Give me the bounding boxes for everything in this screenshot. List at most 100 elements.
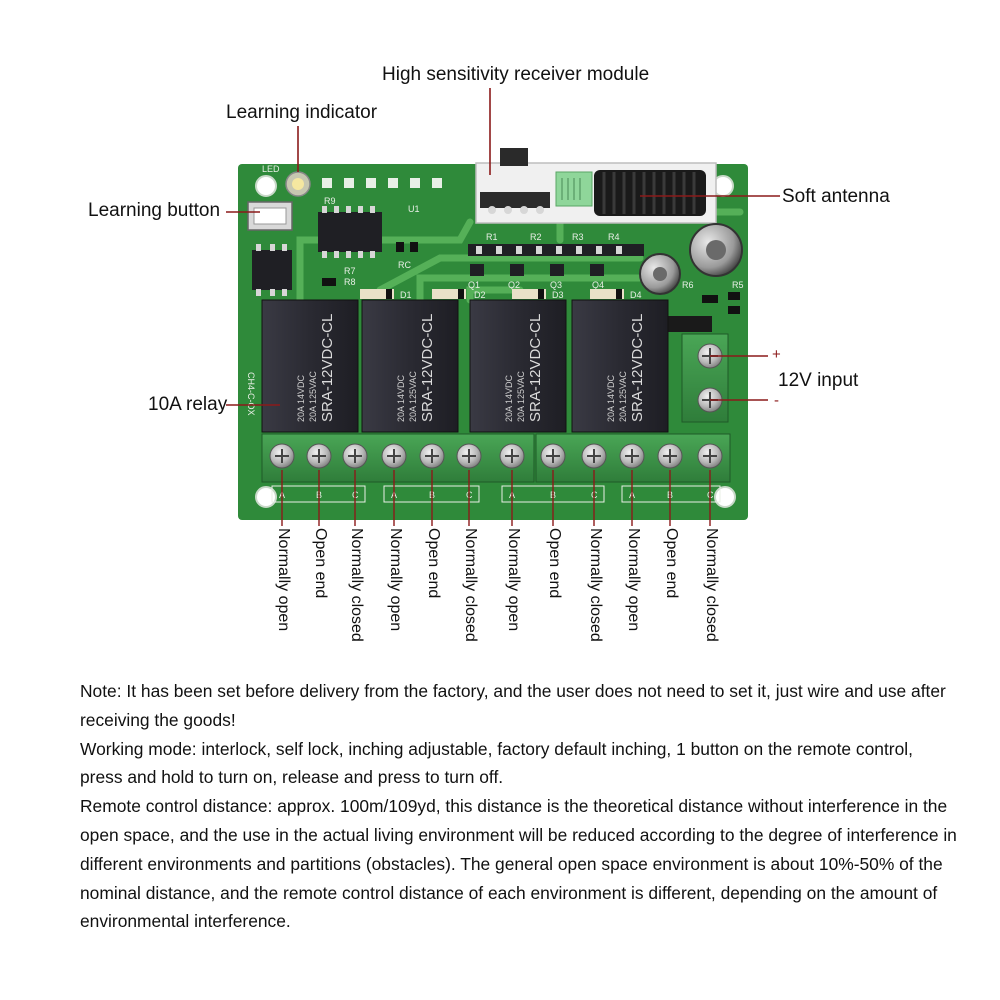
relay-3: SRA-12VDC-CL 20A 14VDC 20A 125VAC bbox=[469, 299, 567, 433]
screw-slot bbox=[663, 449, 677, 463]
smd-components bbox=[322, 242, 740, 314]
relay-rating-label: 20A 125VAC bbox=[308, 371, 318, 422]
terminal-label: Normally open bbox=[622, 528, 642, 678]
transistor-label: Q4 bbox=[592, 280, 604, 290]
r9-silk-label: R9 bbox=[324, 196, 336, 206]
screw-slot bbox=[387, 449, 401, 463]
resistor-label: R4 bbox=[608, 232, 620, 242]
terminal-label: Open end bbox=[660, 528, 680, 678]
diode-row bbox=[360, 289, 624, 299]
relay-4: SRA-12VDC-CL 20A 14VDC 20A 125VAC bbox=[571, 299, 669, 433]
led-silk-label: LED bbox=[262, 164, 280, 174]
screw-slot bbox=[425, 449, 439, 463]
relay-group: SRA-12VDC-CL 20A 14VDC 20A 125VAC SRA-12… bbox=[261, 299, 669, 433]
relay-rating-label: 20A 14VDC bbox=[296, 374, 306, 422]
screw-slot bbox=[462, 449, 476, 463]
diode-label: D2 bbox=[474, 290, 486, 300]
callout-learning-indicator: Learning indicator bbox=[226, 102, 378, 123]
terminal-label-text: Open end bbox=[546, 528, 563, 599]
learning-button[interactable] bbox=[247, 201, 293, 231]
screw-slot bbox=[275, 449, 289, 463]
screw-slot bbox=[587, 449, 601, 463]
r7-silk-label: R7 bbox=[344, 266, 356, 276]
callout-power-plus: + bbox=[772, 346, 781, 363]
relay-model-label: SRA-12VDC-CL bbox=[629, 314, 646, 422]
screw-slot bbox=[625, 449, 639, 463]
electrolytic-capacitors bbox=[639, 223, 743, 295]
terminal-label: Open end bbox=[422, 528, 442, 678]
r8-silk-label: R8 bbox=[344, 277, 356, 287]
screw-slot bbox=[703, 449, 717, 463]
diode-label: D4 bbox=[630, 290, 642, 300]
diode-label: D1 bbox=[400, 290, 412, 300]
terminal-label: Normally closed bbox=[459, 528, 479, 678]
output-screws bbox=[269, 443, 723, 469]
screw-slot bbox=[348, 449, 362, 463]
terminal-group-frame bbox=[621, 485, 721, 503]
terminal-label-text: Normally closed bbox=[703, 528, 720, 642]
callout-soft-antenna: Soft antenna bbox=[782, 186, 890, 207]
relay-rating-label: 20A 14VDC bbox=[606, 374, 616, 422]
terminal-label-text: Open end bbox=[663, 528, 680, 599]
terminal-label: Normally closed bbox=[584, 528, 604, 678]
terminal-label: Normally open bbox=[272, 528, 292, 678]
terminal-label-text: Normally open bbox=[625, 528, 642, 632]
relay-model-label: SRA-12VDC-CL bbox=[527, 314, 544, 422]
callout-power-minus: - bbox=[774, 392, 779, 409]
relay-2: SRA-12VDC-CL 20A 14VDC 20A 125VAC bbox=[361, 299, 459, 433]
terminal-label-text: Normally closed bbox=[348, 528, 365, 642]
resistor-row bbox=[468, 244, 644, 256]
product-notes: Note: It has been set before delivery fr… bbox=[80, 677, 960, 936]
resistor-label: R2 bbox=[530, 232, 542, 242]
relay-rating-label: 20A 125VAC bbox=[408, 371, 418, 422]
transistor-label: Q2 bbox=[508, 280, 520, 290]
screw-slot bbox=[312, 449, 326, 463]
soft-antenna-coil bbox=[594, 170, 706, 216]
power-terminal-block bbox=[681, 333, 729, 423]
terminal-label: Normally open bbox=[502, 528, 522, 678]
transistor-silk-labels: Q1 Q2 Q3 Q4 bbox=[468, 280, 604, 290]
relay-rating-label: 20A 14VDC bbox=[504, 374, 514, 422]
terminal-label-text: Open end bbox=[425, 528, 442, 599]
relay-rating-label: 20A 125VAC bbox=[618, 371, 628, 422]
callout-lines bbox=[226, 88, 780, 406]
callout-power-input: 12V input bbox=[778, 370, 859, 391]
terminal-label-text: Normally closed bbox=[462, 528, 479, 642]
rc-silk-label: RC bbox=[398, 260, 411, 270]
terminal-label: Normally closed bbox=[345, 528, 365, 678]
relay-board-illustration: LED R9 U1 RC R7 R8 bbox=[226, 88, 780, 526]
transistor-label: Q1 bbox=[468, 280, 480, 290]
relay-model-label: SRA-12VDC-CL bbox=[419, 314, 436, 422]
relay-model-label: SRA-12VDC-CL bbox=[319, 314, 336, 422]
transistor-row bbox=[470, 264, 604, 276]
note-remote-distance: Remote control distance: approx. 100m/10… bbox=[80, 796, 957, 932]
transistor-label: Q3 bbox=[550, 280, 562, 290]
ic-chip-main bbox=[318, 206, 382, 258]
resistor-label: R3 bbox=[572, 232, 584, 242]
board-side-text: CH4-C-OX bbox=[246, 372, 256, 416]
terminal-label-text: Normally open bbox=[505, 528, 522, 632]
terminal-label-text: Open end bbox=[312, 528, 329, 599]
note-working-mode: Working mode: interlock, self lock, inch… bbox=[80, 738, 913, 788]
terminal-label-text: Normally open bbox=[387, 528, 404, 632]
screw-slot bbox=[546, 449, 560, 463]
relay-rating-label: 20A 14VDC bbox=[396, 374, 406, 422]
callout-receiver-module: High sensitivity receiver module bbox=[382, 64, 650, 85]
pcb-small-component bbox=[668, 316, 712, 332]
terminal-label: Open end bbox=[543, 528, 563, 678]
terminal-label: Open end bbox=[309, 528, 329, 678]
callout-relay: 10A relay bbox=[148, 394, 228, 415]
terminal-callout-lines bbox=[281, 470, 711, 526]
relay-1: SRA-12VDC-CL 20A 14VDC 20A 125VAC bbox=[261, 299, 359, 433]
r5-silk-label: R5 bbox=[732, 280, 744, 290]
resistor-label: R1 bbox=[486, 232, 498, 242]
resistor-silk-labels: R1 R2 R3 R4 bbox=[486, 232, 620, 242]
terminal-label: Normally closed bbox=[700, 528, 720, 678]
terminal-label: Normally open bbox=[384, 528, 404, 678]
callout-learning-button: Learning button bbox=[88, 200, 221, 221]
r6-silk-label: R6 bbox=[682, 280, 694, 290]
u1-silk-label: U1 bbox=[408, 204, 420, 214]
diode-label: D3 bbox=[552, 290, 564, 300]
note-delivery: Note: It has been set before delivery fr… bbox=[80, 681, 946, 730]
